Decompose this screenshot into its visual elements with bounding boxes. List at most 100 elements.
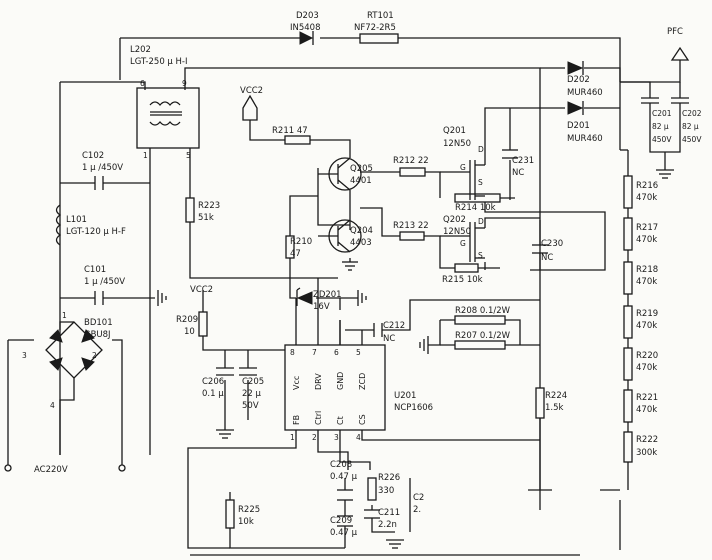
label-c205-v2: 50V (242, 401, 259, 411)
label-c102: C102 (82, 151, 104, 161)
label-r216-val: 470k (636, 193, 657, 203)
label-r209-val: 10 (184, 327, 195, 337)
ac-terminal-right (118, 464, 126, 472)
capacitor-c209 (337, 515, 353, 527)
zener-zd201 (296, 287, 313, 306)
ground-c211 (386, 539, 404, 549)
label-d202-val: MUR460 (567, 88, 603, 98)
label-r212: R212 22 (393, 156, 429, 166)
label-u201-pin3: 3 (334, 433, 339, 442)
capacitor-c230 (532, 244, 548, 254)
label-u201-ctrl: Ctrl (314, 411, 323, 425)
resistor-r220 (623, 347, 633, 381)
resistor-r219 (623, 305, 633, 339)
capacitor-c201 (641, 97, 659, 130)
label-r226-val: 330 (378, 486, 394, 496)
resistor-r212 (399, 167, 426, 177)
label-c231-val: NC (512, 168, 524, 178)
label-bd-p3: 3 (22, 351, 27, 360)
label-c230-val: NC (541, 253, 553, 263)
ground-sense (419, 336, 429, 354)
transistor-q204 (318, 219, 362, 253)
label-r218-val: 470k (636, 277, 657, 287)
ground-zd201 (357, 290, 367, 306)
resistor-r217 (623, 217, 633, 251)
label-u201: U201 (394, 391, 416, 401)
label-vcc2-top: VCC2 (240, 86, 263, 96)
label-u201-gnd: GND (336, 372, 345, 390)
label-q202-g: G (460, 239, 466, 248)
label-zd201: ZD201 (313, 290, 342, 300)
resistor-r225 (225, 499, 235, 529)
label-d203-val: IN5408 (290, 23, 321, 33)
diode-d202 (567, 61, 584, 75)
label-zd201-val: 16V (313, 302, 330, 312)
label-r224-val: 1.5k (545, 403, 564, 413)
resistor-r222 (623, 431, 633, 463)
label-q202-val: 12N50 (443, 227, 471, 237)
label-u201-pin7: 7 (312, 348, 317, 357)
transistor-q205 (318, 157, 362, 191)
resistor-r224 (535, 387, 545, 419)
label-c205-v1: 22 μ (242, 389, 262, 399)
label-c101-val: 1 μ /450V (84, 277, 125, 287)
label-q202-s: S (478, 251, 483, 260)
label-u201-val: NCP1606 (394, 403, 433, 413)
ground-output (656, 169, 674, 179)
label-c201-v1: 82 μ (652, 122, 669, 131)
label-r210-val: 47 (290, 249, 301, 259)
label-c2: C2 (413, 493, 424, 503)
resistor-r214 (454, 193, 501, 203)
label-c102-val: 1 μ /450V (82, 163, 123, 173)
ac-terminal-left (4, 464, 12, 472)
label-c202-v1: 82 μ (682, 122, 699, 131)
label-q204: Q204 (350, 226, 373, 236)
bridge-rectifier-bd101 (45, 321, 103, 379)
label-c202-v2: 450V (682, 135, 702, 144)
label-c211: C211 (378, 508, 400, 518)
wires (7, 37, 681, 556)
label-pfc: PFC (667, 27, 683, 37)
label-r221: R221 (636, 393, 658, 403)
label-d202: D202 (567, 75, 590, 85)
label-c202: C202 (682, 109, 702, 118)
label-u201-vcc: Vcc (292, 376, 301, 390)
label-r221-val: 470k (636, 405, 657, 415)
diode-d201 (567, 101, 584, 115)
label-bd-p4: 4 (50, 401, 55, 410)
label-r216: R216 (636, 181, 658, 191)
label-c209-val: 0.47 μ (330, 528, 358, 538)
ground-q204 (342, 261, 358, 271)
label-c211-val: 2.2n (378, 520, 397, 530)
capacitor-c205 (239, 367, 257, 376)
label-bd101: BD101 (84, 318, 113, 328)
label-q201-val: 12N50 (443, 139, 471, 149)
resistor-r213 (399, 231, 425, 241)
label-r209: R209 (176, 315, 198, 325)
capacitor-c212 (373, 323, 383, 337)
label-r218: R218 (636, 265, 658, 275)
label-u201-fb: FB (292, 415, 301, 425)
label-r214: R214 10k (455, 203, 496, 213)
label-u201-ct: Ct (336, 416, 345, 425)
label-r211: R211 47 (272, 126, 308, 136)
label-c2-val: 2. (413, 505, 421, 515)
label-r213: R213 22 (393, 221, 429, 231)
label-r208: R208 0.1/2W (455, 306, 511, 316)
label-c201-v2: 450V (652, 135, 672, 144)
label-u201-pin5: 5 (356, 348, 361, 357)
label-c206-val: 0.1 μ (202, 389, 224, 399)
resistor-r207 (454, 340, 506, 350)
label-r215: R215 10k (442, 275, 483, 285)
diode-d203 (299, 31, 314, 45)
label-c206: C206 (202, 377, 224, 387)
resistor-r218 (623, 261, 633, 295)
label-r219: R219 (636, 309, 658, 319)
label-r217: R217 (636, 223, 658, 233)
label-r220: R220 (636, 351, 658, 361)
label-q204-val: 4403 (350, 238, 372, 248)
vcc2-arrow-top (242, 94, 258, 121)
ground-c101 (157, 290, 167, 306)
label-u201-cs: CS (358, 414, 367, 425)
